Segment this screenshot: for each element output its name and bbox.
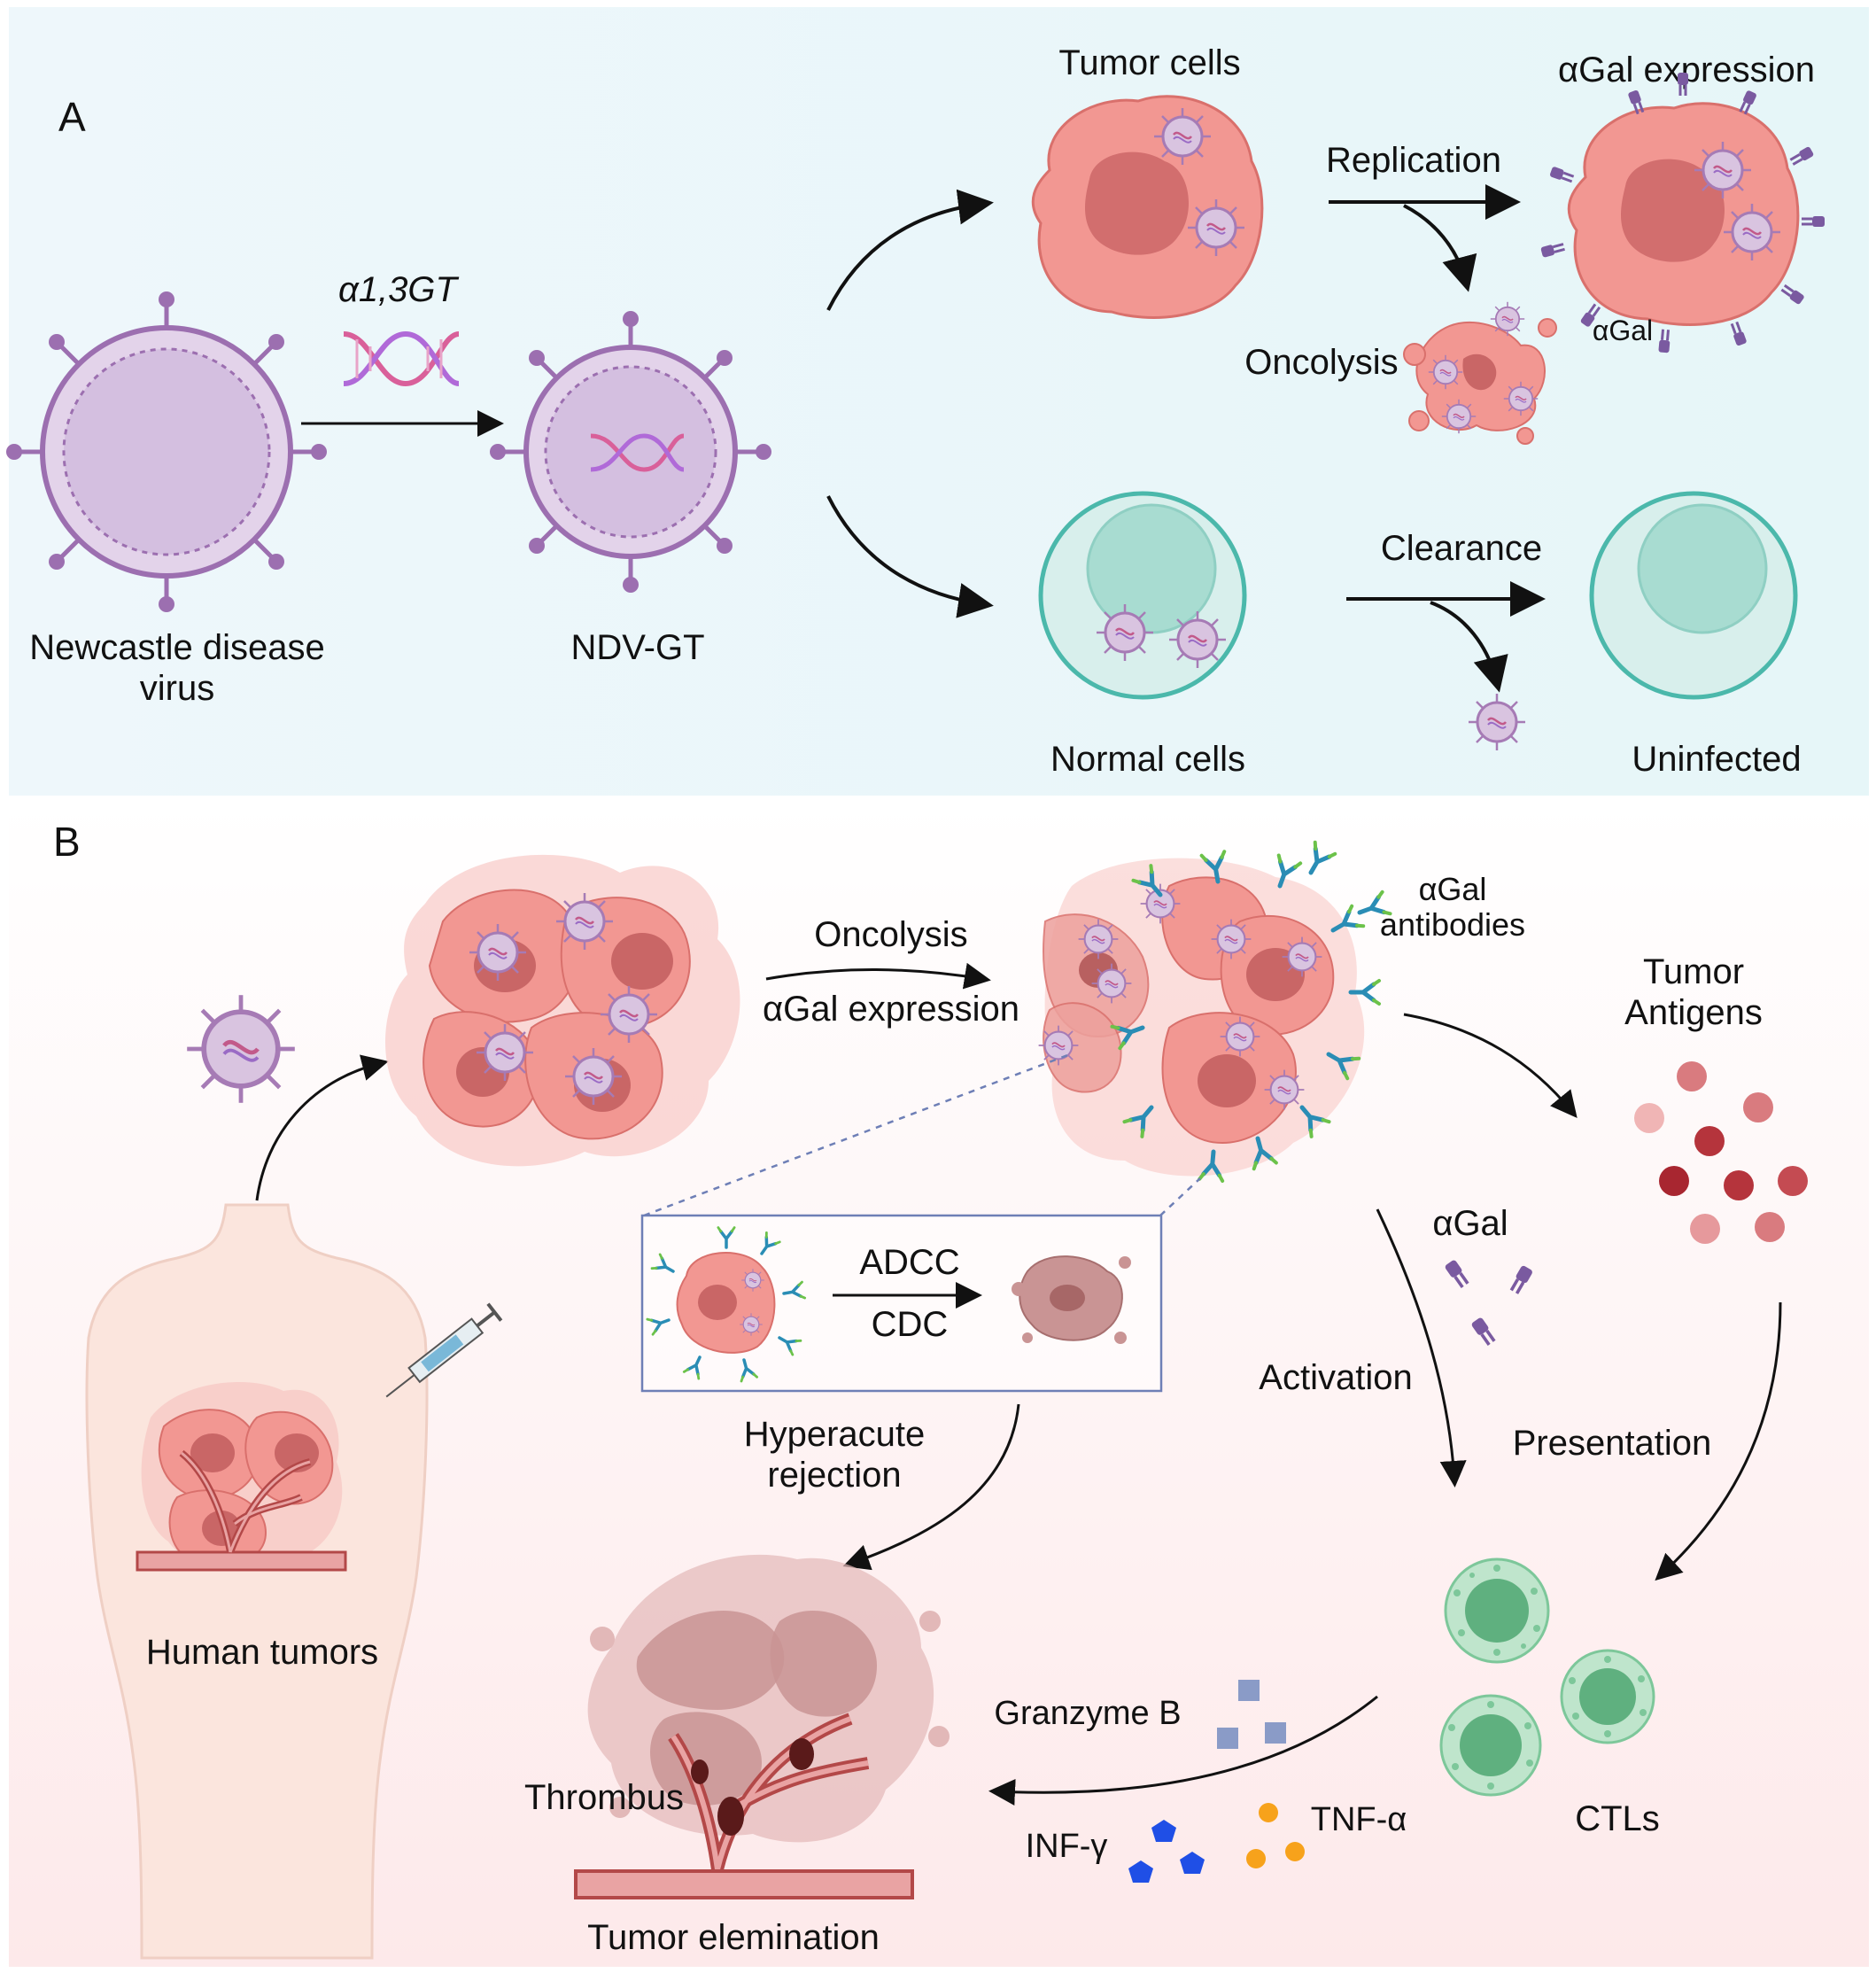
agal-antibodies-line1: αGal <box>1419 871 1487 907</box>
agal-expression-label-b: αGal expression <box>763 990 1019 1029</box>
gene-label: α1,3GT <box>338 270 460 309</box>
dna-icon <box>343 330 460 387</box>
human-tumors-label: Human tumors <box>146 1633 378 1672</box>
syringe-icon <box>385 1302 503 1398</box>
arrow-virus-release <box>1430 601 1508 693</box>
granzyme-b-label: Granzyme B <box>994 1695 1181 1732</box>
arrow-body-to-tumor <box>255 1054 389 1201</box>
tumor-antigens-line2: Antigens <box>1624 993 1763 1032</box>
ndv-gt-label: NDV-GT <box>570 628 704 667</box>
virus-label-line1: Newcastle disease <box>29 628 325 667</box>
arrow-oncolysis-a <box>1403 204 1477 292</box>
inf-gamma-label: INF-γ <box>1026 1828 1108 1865</box>
hyperacute-line2: rejection <box>767 1456 901 1495</box>
adcc-label: ADCC <box>859 1243 959 1282</box>
arrow-hyperacute <box>842 1403 1020 1571</box>
arrow-to-normal-cells <box>826 495 994 618</box>
tumor-cell-infected <box>1031 95 1264 319</box>
released-virus-icon <box>1467 692 1527 752</box>
hyperacute-line1: Hyperacute <box>744 1415 926 1454</box>
agal-expressing-tumor-cell <box>1539 71 1826 354</box>
antibody-coated-cell <box>646 1225 807 1383</box>
tumor-elimination-label: Tumor elemination <box>587 1918 880 1957</box>
zoom-line-right <box>1159 1177 1201 1216</box>
ndv-gt-small-icon <box>187 995 295 1103</box>
arrow-activation <box>1376 1208 1467 1488</box>
oncolysis-label-b: Oncolysis <box>814 915 967 954</box>
granzyme-b-particles <box>1217 1680 1286 1749</box>
oncolysis-label-a: Oncolysis <box>1244 343 1398 382</box>
thrombus-label: Thrombus <box>524 1778 684 1817</box>
ctls-label: CTLs <box>1575 1799 1660 1838</box>
arrow-to-tumor-cells <box>826 189 994 311</box>
agal-antibodies-line2: antibodies <box>1380 906 1525 943</box>
normal-cells-label: Normal cells <box>1050 740 1245 779</box>
inf-gamma-particles <box>1128 1820 1205 1883</box>
panel-b-letter: B <box>53 819 81 865</box>
activation-label: Activation <box>1259 1358 1412 1397</box>
tnf-alpha-particles <box>1246 1803 1305 1868</box>
virus-label-line2: virus <box>140 669 214 708</box>
arrow-to-tumor-antigens <box>1403 1013 1578 1118</box>
arrow-oncolysis-b <box>765 962 991 990</box>
normal-cell-infected <box>1038 491 1247 700</box>
tnf-alpha-label: TNF-α <box>1311 1801 1407 1838</box>
panel-a-letter: A <box>58 94 86 140</box>
infected-tumor-cluster <box>385 854 740 1167</box>
ctl-cells <box>1439 1557 1655 1797</box>
tumor-antigens-line1: Tumor <box>1643 952 1744 991</box>
agal-label-b: αGal <box>1432 1204 1508 1243</box>
arrow-presentation <box>1655 1301 1782 1581</box>
uninfected-label: Uninfected <box>1632 740 1801 779</box>
panel-a-background <box>9 7 1869 796</box>
antibody-coated-tumor-cluster <box>1037 843 1391 1181</box>
tumor-cells-label: Tumor cells <box>1058 43 1240 82</box>
newcastle-virus-icon <box>6 291 327 612</box>
human-tumor-with-vessel <box>136 1382 347 1572</box>
tumor-antigen-particles <box>1634 1061 1808 1244</box>
cdc-label: CDC <box>872 1305 949 1344</box>
zoom-line-left <box>643 1053 1071 1217</box>
arrow-cytotoxic <box>988 1695 1378 1806</box>
replication-label: Replication <box>1326 141 1501 180</box>
lysed-tumor-cell <box>1403 300 1557 445</box>
human-body-outline <box>85 1203 429 1960</box>
ndv-gt-virus-icon <box>490 311 771 593</box>
eliminated-tumor-mass <box>574 1554 950 1899</box>
presentation-label: Presentation <box>1513 1424 1712 1463</box>
dead-cell-debris <box>1012 1255 1131 1344</box>
uninfected-cell <box>1589 491 1798 700</box>
clearance-label: Clearance <box>1381 529 1542 568</box>
agal-label-a: αGal <box>1593 315 1653 346</box>
